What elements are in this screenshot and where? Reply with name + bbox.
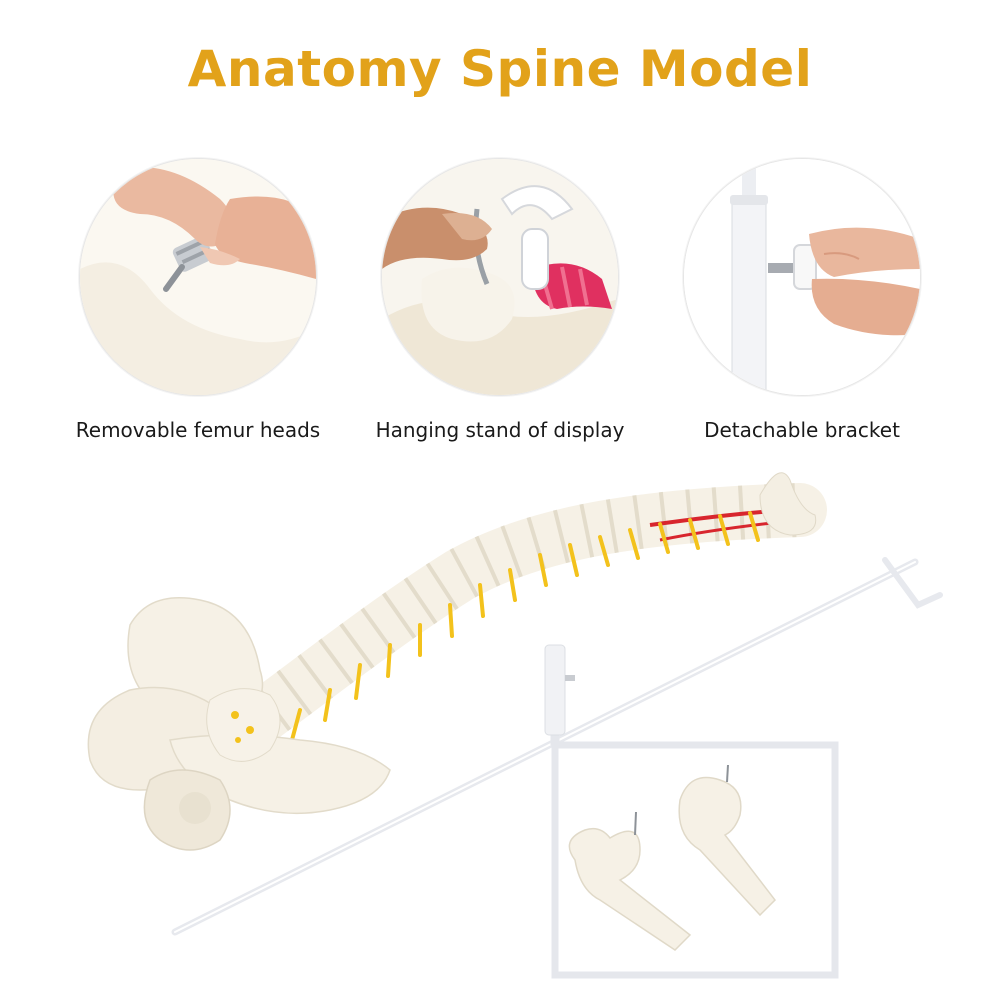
page-title: Anatomy Spine Model bbox=[187, 40, 813, 98]
feature-caption: Hanging stand of display bbox=[375, 418, 625, 442]
spine-model-with-stand-photo bbox=[0, 440, 1000, 1000]
femur-screw-photo bbox=[79, 158, 317, 396]
hanging-hook-photo bbox=[381, 158, 619, 396]
feature-caption: Detachable bracket bbox=[704, 418, 900, 442]
bracket-knob-photo bbox=[683, 158, 921, 396]
feature-hanging-stand: Hanging stand of display bbox=[365, 158, 635, 442]
feature-detachable-bracket: Detachable bracket bbox=[667, 158, 937, 442]
feature-caption: Removable femur heads bbox=[75, 418, 321, 442]
feature-femur-heads: Removable femur heads bbox=[63, 158, 333, 442]
